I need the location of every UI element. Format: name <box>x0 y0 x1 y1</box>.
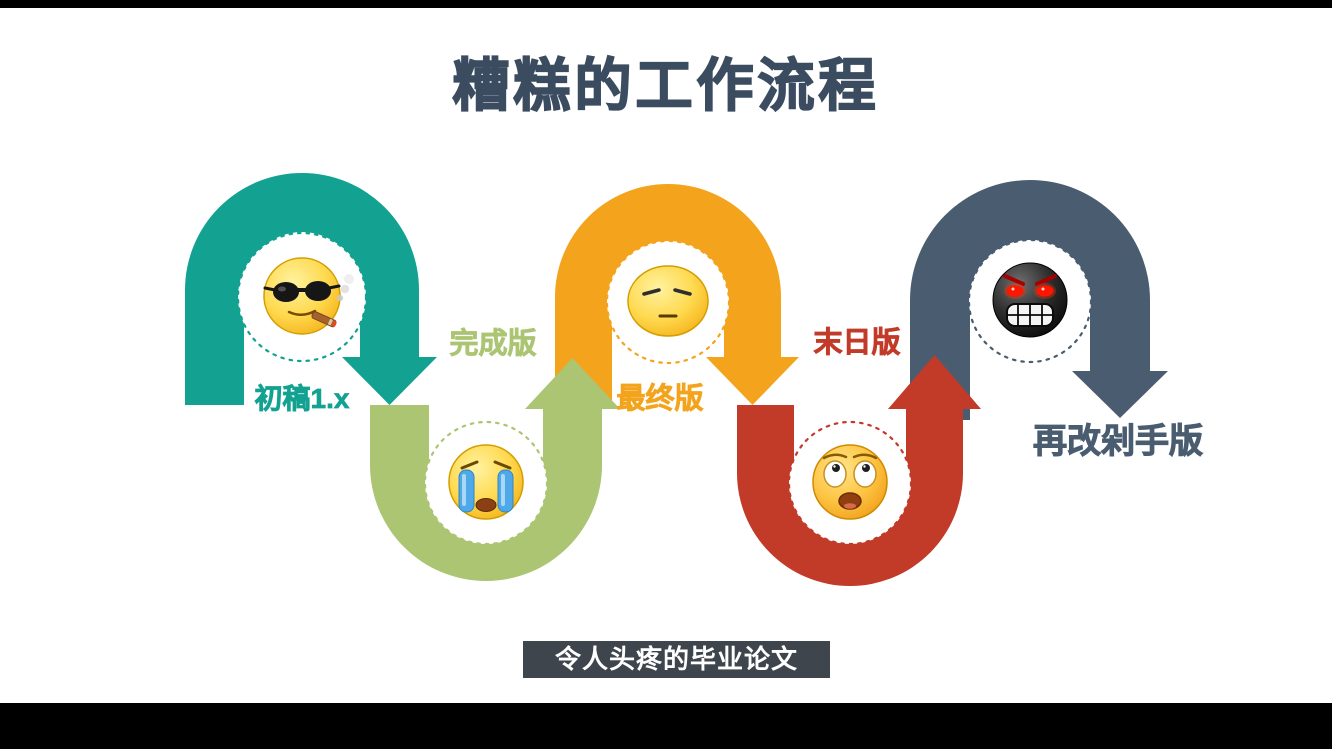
top-letterbox-bar <box>0 0 1332 8</box>
step-label-draft: 初稿1.x <box>254 383 350 415</box>
step-label-final: 最终版 <box>616 383 704 416</box>
arrowhead-down-icon <box>1072 371 1168 418</box>
step-label-revise-again: 再改剁手版 <box>1033 422 1204 461</box>
disdain-side-eye-emoji <box>627 265 709 337</box>
flow-arrow-step-5 <box>910 180 1168 420</box>
loud-crying-emoji <box>448 444 524 520</box>
arrowhead-up-icon <box>525 358 620 409</box>
black-rage-gritted-teeth-emoji <box>992 262 1068 338</box>
flow-arrow-step-3 <box>555 184 799 405</box>
arrowhead-up-icon <box>888 355 981 409</box>
flow-arrow-step-4 <box>737 355 981 586</box>
flow-arrow-step-2 <box>370 358 620 581</box>
arrowhead-down-icon <box>706 357 799 405</box>
cool-sunglasses-cigar-emoji <box>263 257 354 335</box>
flow-arrow-step-1 <box>185 173 437 405</box>
step-label-finished: 完成版 <box>449 328 537 361</box>
slide-title: 糟糕的工作流程 <box>452 53 880 119</box>
footer-banner: 令人头疼的毕业论文 <box>523 641 830 678</box>
step-label-doomsday: 末日版 <box>813 327 901 360</box>
arrowhead-down-icon <box>342 357 437 405</box>
bottom-letterbox-bar <box>0 703 1332 749</box>
shocked-emoji <box>812 444 888 520</box>
